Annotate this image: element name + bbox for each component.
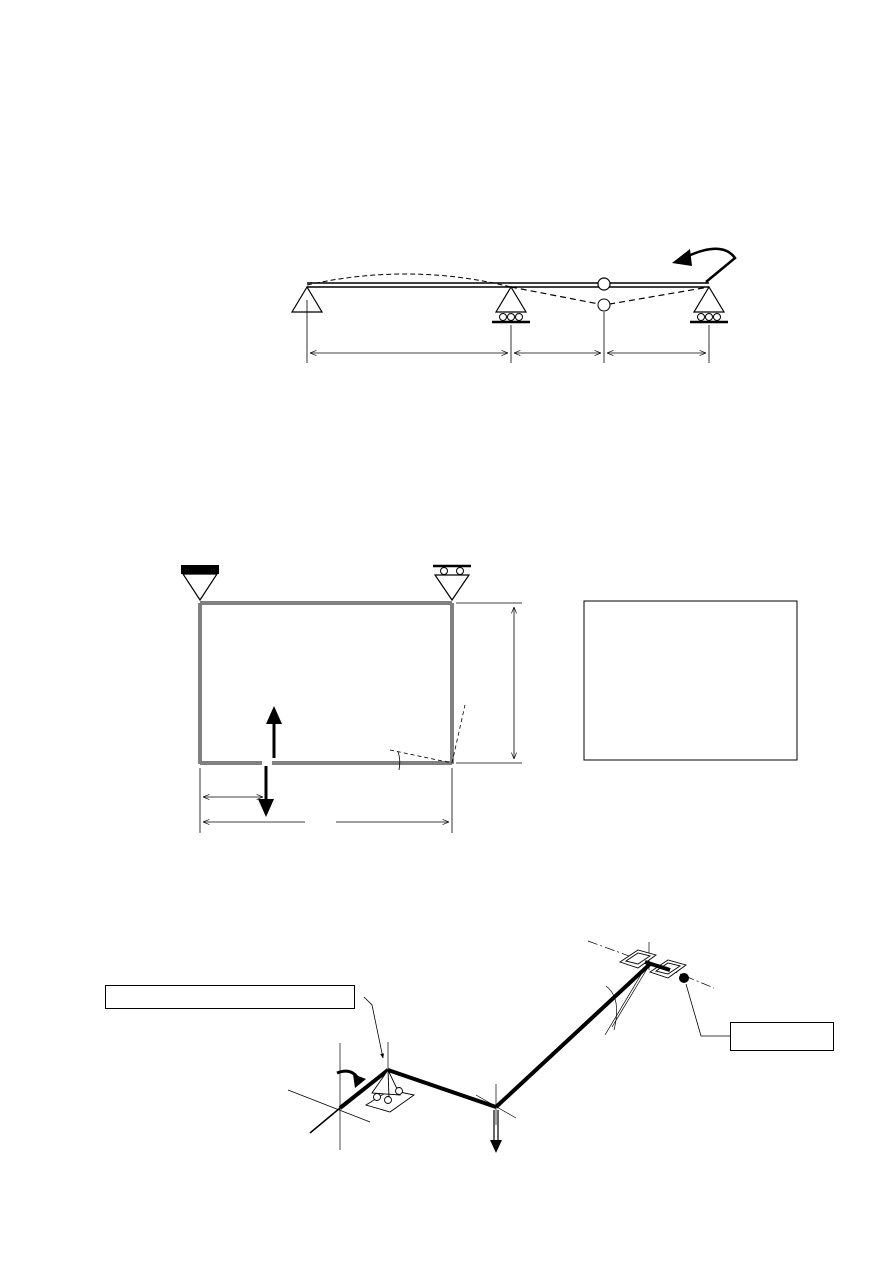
callout-leaders	[363, 983, 730, 1059]
space-frame-members	[309, 962, 652, 1134]
upward-force-arrow-icon	[266, 706, 282, 758]
vertical-load-arrow-icon	[490, 1110, 502, 1153]
beam-dimensions	[306, 300, 710, 363]
figure-3-space-frame	[287, 940, 730, 1153]
frame-members	[198, 601, 454, 765]
roller-support-3d	[364, 1069, 416, 1113]
fixed-support-3d	[618, 949, 688, 979]
fixed-support-left	[181, 565, 219, 602]
roller-support-middle	[492, 285, 530, 324]
roller-support-right	[690, 285, 728, 324]
reference-point-dot	[679, 973, 689, 983]
figure-2-text-box	[583, 600, 798, 761]
callout-box-left	[105, 985, 355, 1009]
roller-support-frame-right	[433, 564, 471, 602]
callout-box-right	[730, 1022, 834, 1051]
deflected-hinge	[597, 298, 611, 312]
axis-lines	[287, 940, 715, 1150]
figure-1-beam-diagram	[290, 247, 737, 363]
deflected-shape-span-2	[510, 286, 710, 306]
beam-hinge	[597, 277, 611, 291]
deflected-shape-span-1	[306, 273, 512, 288]
applied-moment-arrow-icon	[672, 247, 737, 283]
frame-dimensions	[199, 602, 522, 833]
moment-arrow-icon	[336, 1069, 366, 1088]
corner-rotation-detail	[389, 704, 466, 771]
figure-2-frame-diagram	[181, 564, 798, 833]
